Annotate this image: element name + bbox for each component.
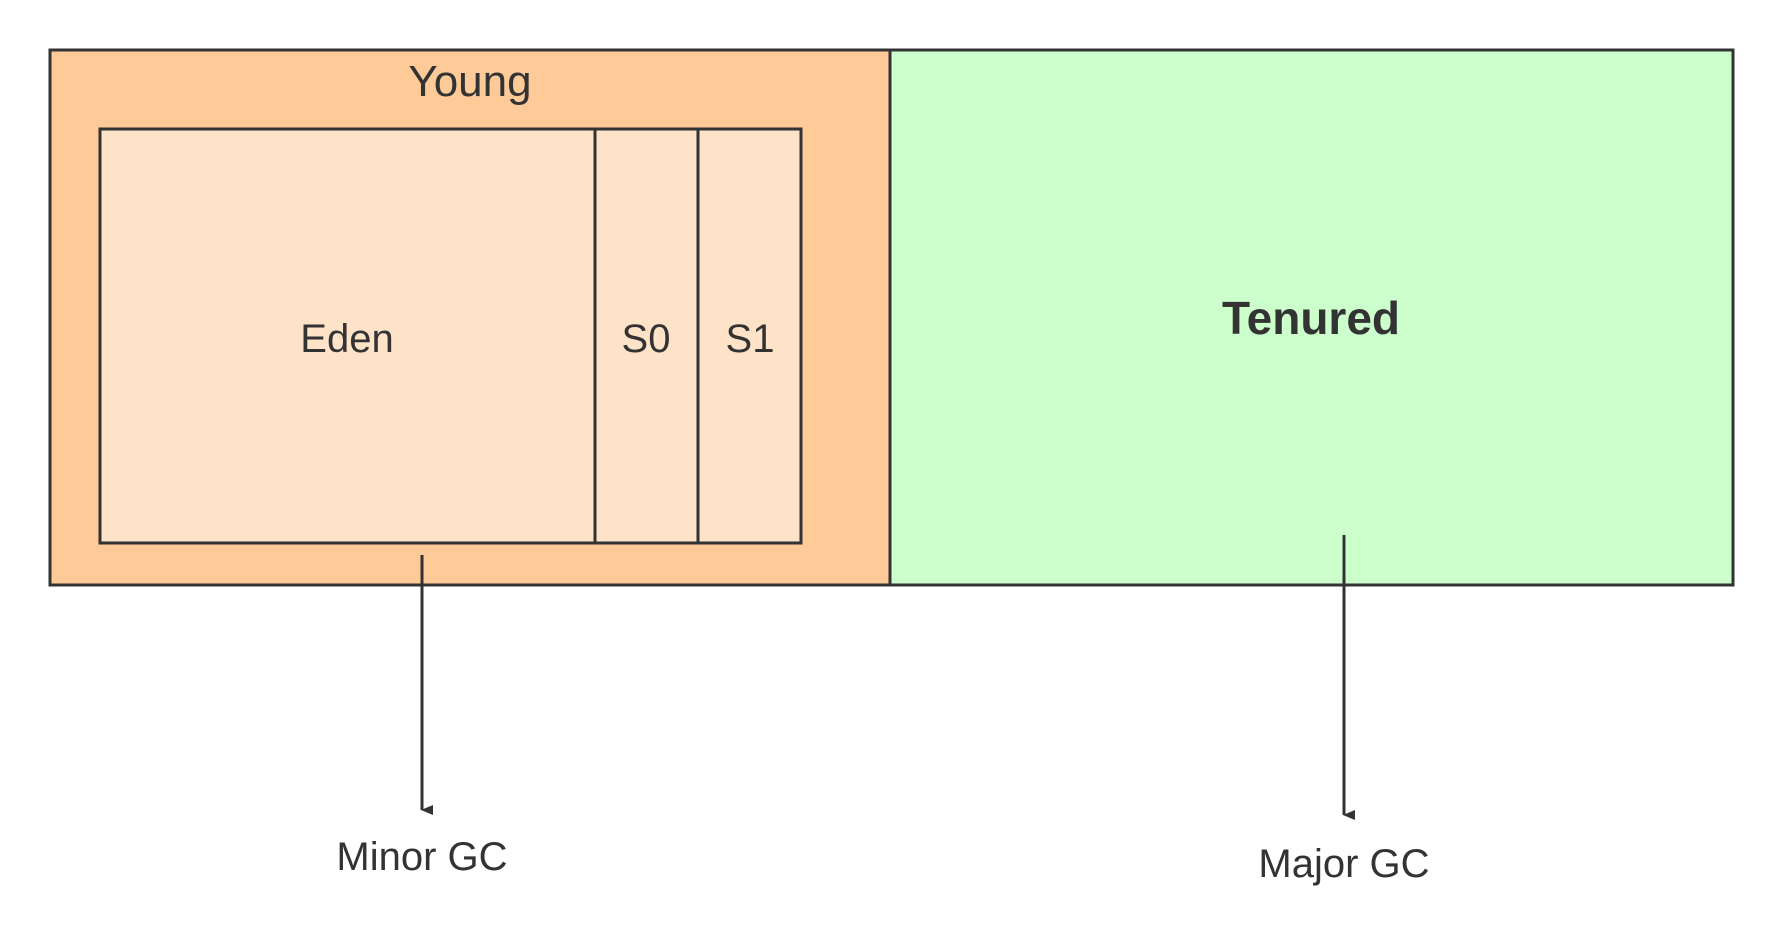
major-gc-label: Major GC: [1258, 842, 1429, 886]
s0-label: S0: [622, 317, 671, 361]
minor-gc-label: Minor GC: [336, 835, 507, 879]
tenured-region: [888, 48, 1735, 587]
tenured-label: Tenured: [1222, 292, 1400, 344]
eden-label: Eden: [300, 317, 393, 361]
young-label: Young: [408, 57, 531, 106]
s1-label: S1: [726, 317, 775, 361]
young-inner-box: [98, 127, 803, 545]
